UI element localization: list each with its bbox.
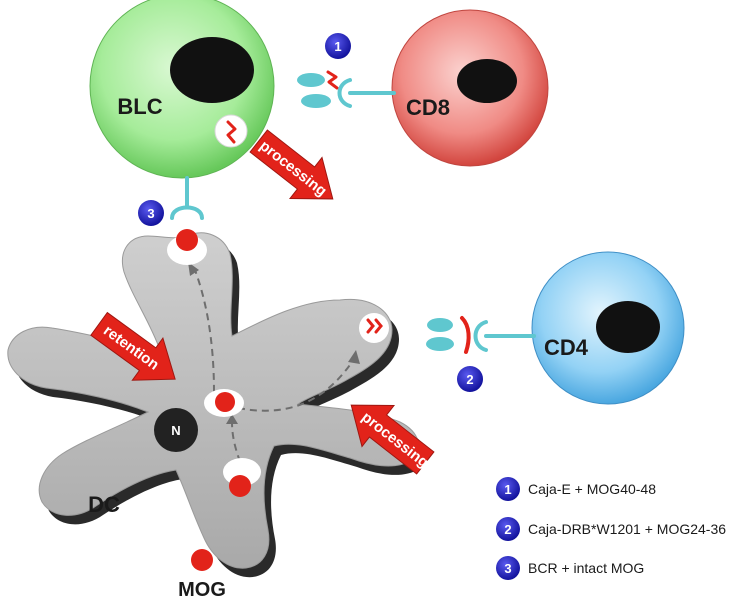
badge-2-circle xyxy=(457,366,483,392)
dendritic-cell: N DC xyxy=(7,229,426,578)
blc-cell: BLC xyxy=(89,0,275,179)
legend-item-3: 3 BCR + intact MOG xyxy=(496,556,644,580)
legend: 1 Caja-E + MOG40-48 2 Caja-DRB*W1201 + M… xyxy=(496,477,726,580)
retention-arrow-shape xyxy=(90,311,176,381)
cd4-label: CD4 xyxy=(544,335,589,360)
badge-3-circle xyxy=(138,200,164,226)
mhc2-domain-lower xyxy=(426,337,454,351)
peptide-fragments-icon xyxy=(366,318,383,334)
dc-nucleus xyxy=(154,408,198,452)
legend-item-2: 2 Caja-DRB*W1201 + MOG24-36 xyxy=(496,517,726,541)
legend-text-1: Caja-E + MOG40-48 xyxy=(528,481,656,497)
blc-nucleus xyxy=(170,37,254,103)
vesicle-peptides xyxy=(359,313,389,343)
legend-badge-1 xyxy=(496,477,520,501)
mhc1-tcr-complex xyxy=(297,70,396,108)
mhc2-domain-upper xyxy=(427,318,453,332)
path-to-surface-top xyxy=(194,269,215,393)
dc-nucleus-label: N xyxy=(171,423,180,438)
mog-label: MOG xyxy=(178,579,226,601)
legend-badge-1-number: 1 xyxy=(504,482,511,497)
mog-bottom xyxy=(229,475,251,497)
mog-top xyxy=(176,229,198,251)
mhc2-peptide-icon xyxy=(460,316,471,354)
mhc2-tcr-complex xyxy=(426,316,536,354)
badge-2-number: 2 xyxy=(466,372,473,387)
dc-label: DC xyxy=(88,492,120,517)
legend-item-1: 1 Caja-E + MOG40-48 xyxy=(496,477,656,501)
legend-text-2: Caja-DRB*W1201 + MOG24-36 xyxy=(528,521,726,537)
trafficking-arrowheads xyxy=(188,262,360,424)
cd8-cell: CD8 xyxy=(391,9,549,167)
badge-2: 2 xyxy=(457,366,483,392)
badge-1-number: 1 xyxy=(334,39,341,54)
cd4-cell: CD4 xyxy=(531,251,685,405)
mhc1-domain-lower xyxy=(301,94,331,108)
cd4-nucleus xyxy=(596,301,660,353)
badge-3-number: 3 xyxy=(147,206,154,221)
arrowhead-right xyxy=(348,350,360,364)
arrowhead-bottom xyxy=(226,414,238,424)
mog-icon xyxy=(191,549,213,571)
blc-peptide-icon xyxy=(226,120,237,144)
cd8-nucleus xyxy=(457,59,517,103)
processing-arrow-top-shape xyxy=(249,129,334,200)
mhc1-peptide-icon xyxy=(326,70,339,90)
legend-badge-3-number: 3 xyxy=(504,561,511,576)
tcr-cd4-cup xyxy=(473,320,488,352)
arrowhead-top xyxy=(188,262,199,276)
cd8-label: CD8 xyxy=(406,95,450,120)
badge-1-circle xyxy=(325,33,351,59)
free-mog: MOG xyxy=(178,549,226,601)
badge-1: 1 xyxy=(325,33,351,59)
legend-badge-2-number: 2 xyxy=(504,522,511,537)
blc-label: BLC xyxy=(117,94,162,119)
badge-3: 3 xyxy=(138,200,164,226)
path-to-right-arm xyxy=(237,361,353,412)
processing-arrow-bottom-shape xyxy=(350,404,435,475)
bcr-receptor xyxy=(170,176,204,220)
mog-center xyxy=(215,392,235,412)
tcr-cd8-cup xyxy=(337,78,352,108)
legend-badge-2 xyxy=(496,517,520,541)
mhc1-domain-upper xyxy=(297,73,325,87)
legend-text-3: BCR + intact MOG xyxy=(528,560,644,576)
bcr-cup xyxy=(170,205,204,220)
legend-badge-3 xyxy=(496,556,520,580)
